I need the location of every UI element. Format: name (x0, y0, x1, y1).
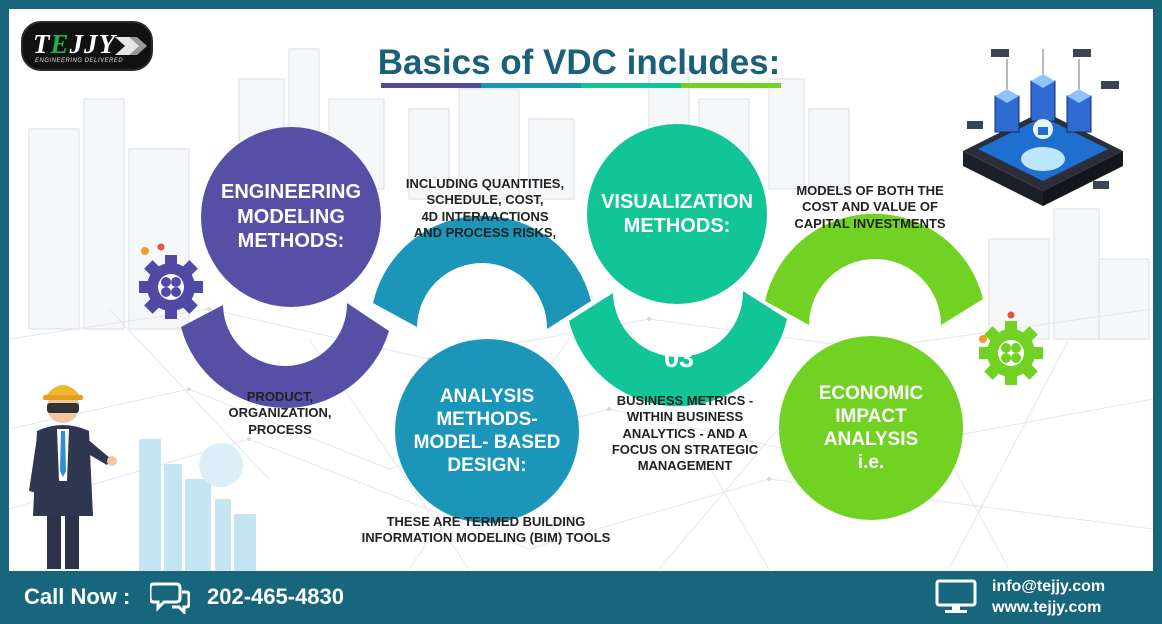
underline-segment-3 (581, 83, 681, 88)
circle-4-line-3: ANALYSIS (823, 429, 919, 450)
logo-letters: JJY (69, 29, 117, 59)
vr-engineer-illustration (29, 385, 117, 569)
circle-1-line-3: METHODS: (237, 230, 345, 253)
gear-icon-left (139, 243, 203, 319)
title-underline (381, 83, 781, 88)
logo-letters: T (33, 29, 51, 59)
desc-01-line: ORGANIZATION, (228, 405, 332, 421)
call-now-label: Call Now : (24, 584, 131, 609)
logo-tagline: ENGINEERING DELIVERED (35, 58, 124, 64)
item-number-03: 03 (664, 343, 695, 373)
item-number-01: 01 (267, 339, 298, 369)
email-link[interactable]: info@tejjy.com (992, 578, 1106, 595)
desc-03-line: BUSINESS METRICS - (616, 393, 754, 408)
desc-02-line: INCLUDING QUANTITIES, (405, 176, 565, 191)
arc-03 (569, 291, 787, 407)
circle-3-line-1: VISUALIZATION (601, 190, 753, 213)
desc-03-line: FOCUS ON STRATEGIC (611, 441, 759, 457)
desc-02-line: SCHEDULE, COST, (426, 192, 544, 208)
arc-04 (765, 213, 983, 325)
description-02: INCLUDING QUANTITIES, SCHEDULE, COST, 4D… (385, 176, 585, 241)
description-04: MODELS OF BOTH THE COST AND VALUE OF CAP… (775, 183, 965, 232)
circle-2-line-4: DESIGN: (447, 455, 527, 477)
desc-01-line: PROCESS (248, 421, 312, 437)
desc-02-bottom-line: INFORMATION MODELING (BIM) TOOLS (361, 530, 611, 546)
website-link[interactable]: www.tejjy.com (992, 598, 1102, 616)
page-title: Basics of VDC includes: (377, 43, 781, 82)
desc-01-line: PRODUCT, (246, 389, 314, 404)
tejjy-logo[interactable]: TEJJY ENGINEERING DELIVERED (21, 21, 153, 71)
circle-3-line-2: METHODS: (623, 215, 731, 237)
circle-2-line-1: ANALYSIS (439, 385, 535, 407)
underline-segment-4 (681, 83, 781, 88)
circle-2-line-2: METHODS- (436, 408, 538, 430)
desc-03-line: ANALYTICS - AND A (622, 425, 748, 441)
circle-visualization: VISUALIZATION METHODS: (587, 124, 767, 304)
logo-arrow-icon (115, 37, 147, 55)
monitor-icon (935, 579, 977, 613)
description-03: BUSINESS METRICS - WITHIN BUSINESS ANALY… (595, 393, 775, 474)
description-02-bottom: THESE ARE TERMED BUILDING INFORMATION MO… (325, 514, 647, 547)
underline-segment-2 (481, 83, 581, 88)
server-cloud-icon (963, 49, 1123, 206)
desc-04-line: CAPITAL INVESTMENTS (794, 215, 946, 231)
desc-04-line: COST AND VALUE OF (802, 199, 938, 215)
desc-02-line: AND PROCESS RISKS, (413, 224, 557, 240)
logo-letters: E (50, 29, 70, 59)
circle-engineering-modeling: ENGINEERING MODELING METHODS: (201, 127, 381, 307)
desc-02-bottom-line: THESE ARE TERMED BUILDING (386, 514, 586, 529)
arc-02 (373, 215, 591, 329)
circle-1-line-1: ENGINEERING (220, 181, 362, 204)
circle-1-line-2: MODELING (237, 205, 345, 228)
contact-info: info@tejjy.com www.tejjy.com (992, 577, 1105, 619)
item-number-02: 02 (465, 259, 496, 289)
circle-economic-impact: ECONOMIC IMPACT ANALYSIS i.e. (779, 336, 963, 520)
arc-01 (181, 303, 389, 408)
circle-analysis-methods: ANALYSIS METHODS- MODEL- BASED DESIGN: (395, 339, 579, 523)
flow-arcs (181, 213, 983, 408)
item-number-04: 04 (851, 259, 882, 289)
chat-bubbles-icon (150, 582, 190, 614)
circle-4-line-4: i.e. (857, 452, 885, 474)
logo-text: TEJJY (33, 29, 116, 60)
desc-03-line: MANAGEMENT (637, 458, 733, 473)
infographic-canvas: TEJJY ENGINEERING DELIVERED Basics of VD… (9, 9, 1153, 571)
circle-2-line-3: MODEL- BASED (413, 432, 561, 453)
circle-4-line-1: ECONOMIC (818, 382, 924, 404)
desc-02-line: 4D INTERAACTIONS (421, 208, 549, 224)
phone-number[interactable]: 202-465-4830 (207, 584, 345, 609)
gear-icon-right (979, 311, 1043, 385)
underline-segment-1 (381, 83, 481, 88)
circle-4-line-2: IMPACT (835, 405, 907, 427)
desc-03-line: WITHIN BUSINESS (626, 409, 744, 425)
desc-04-line: MODELS OF BOTH THE (796, 183, 944, 198)
description-01: PRODUCT, ORGANIZATION, PROCESS (205, 389, 355, 438)
